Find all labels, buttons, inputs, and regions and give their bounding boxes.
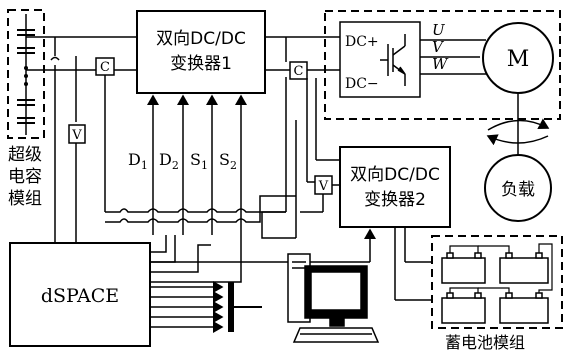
signal-label-d2: D2 (159, 150, 179, 172)
converter1-label-1: 双向DC/DC (156, 29, 246, 49)
converter2-label-1: 双向DC/DC (350, 165, 440, 185)
bus-connector (228, 282, 262, 332)
battery-links (449, 243, 553, 293)
current-sensor-2: C (289, 61, 308, 80)
supercap-label-1: 超级 (8, 145, 42, 165)
capacitor-stack (17, 29, 35, 124)
igbt-icon (380, 34, 406, 86)
load: 负载 (484, 154, 552, 222)
battery-cells (441, 252, 549, 324)
converter1-box: 双向DC/DC 变换器1 (136, 10, 266, 94)
dspace-wiring (54, 178, 370, 283)
converter1-label-2: 变换器1 (170, 54, 232, 74)
supercap-label-3: 模组 (8, 189, 42, 209)
voltage-sensor-1-label: V (71, 128, 82, 143)
drive-region (324, 10, 561, 120)
motor: M (482, 22, 554, 94)
battery-module: 蓄电池模组 (431, 235, 563, 352)
gate-signal-labels: D1 D2 S1 S2 (128, 150, 237, 172)
voltage-sensor-2-label: V (318, 179, 329, 194)
signal-label-d1: D1 (128, 150, 148, 172)
converter2-box: 双向DC/DC 变换器2 (339, 146, 451, 228)
voltage-sensor-1: V (68, 124, 86, 144)
inverter-box: DC+ DC− (339, 21, 421, 98)
current-sensor-1: C (95, 57, 115, 76)
motor-label: M (507, 47, 530, 72)
supercap-label-2: 电容 (8, 167, 42, 187)
phase-v-label: V (432, 38, 445, 56)
converter2-wiring (307, 181, 432, 301)
signal-label-s2: S2 (219, 150, 237, 172)
battery-label: 蓄电池模组 (445, 333, 525, 352)
current-sensor-1-label: C (100, 60, 110, 75)
computer-icon (287, 253, 380, 343)
dspace-label: dSPACE (41, 285, 119, 307)
inverter-dc-minus: DC− (345, 76, 379, 92)
dspace-box: dSPACE (9, 242, 151, 347)
supercap-bus (26, 36, 137, 178)
phase-w-label: W (432, 55, 449, 73)
shaft-coupling (486, 93, 550, 155)
current-sensor-2-label: C (294, 64, 304, 79)
ellipsis-dots (24, 66, 28, 86)
load-label: 负载 (501, 180, 535, 200)
signal-label-s1: S1 (190, 150, 208, 172)
inverter-dc-plus: DC+ (345, 34, 379, 50)
sensor1-signal-wires (75, 75, 106, 222)
phase-u-label: U (432, 21, 446, 39)
converter2-label-2: 变换器2 (364, 190, 426, 210)
gate-signal-lines (147, 94, 247, 235)
voltage-sensor-2: V (314, 175, 333, 195)
dspace-bundle-arrows (150, 281, 224, 333)
phase-lines (420, 39, 486, 75)
supercap-module: 超级 电容 模组 (7, 9, 45, 209)
